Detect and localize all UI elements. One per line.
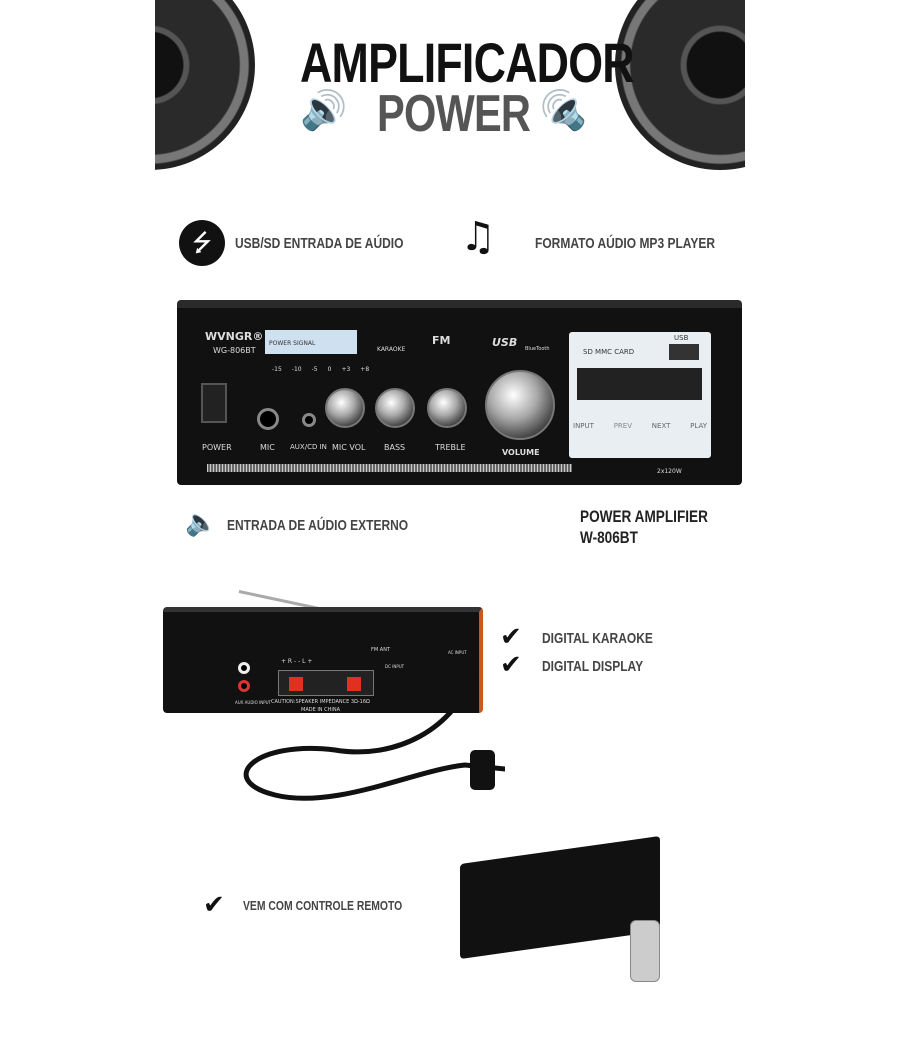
feature-external: ENTRADA DE AÚDIO EXTERNO (227, 517, 409, 534)
product-name-line2: W-806BT (580, 528, 638, 547)
usb-port (669, 344, 699, 360)
signal-meter: POWER SIGNAL (265, 330, 357, 354)
speaker-terminals (278, 670, 374, 696)
bass-label: BASS (384, 443, 406, 452)
rear-panel-image: FM ANT + R - - L + CAUTION:SPEAKER IMPED… (163, 607, 483, 713)
grille-stripe (207, 464, 572, 472)
power-switch (201, 383, 227, 423)
power-cord-image (243, 669, 505, 801)
speaker-image-right (615, 0, 745, 170)
music-note-icon: ♫ (460, 214, 496, 260)
speaker-icon-right: 🔊 (540, 88, 588, 132)
ad-canvas: AMPLIFICADOR POWER 🔊 🔊 ⭍ USB/SD ENTRADA … (155, 0, 745, 1050)
feature-mp3: FORMATO AÚDIO MP3 PLAYER (535, 235, 716, 252)
speaker-icon: 🔈 (185, 508, 218, 538)
bluetooth-logo: BlueTooth (525, 346, 550, 352)
treble-label: TREBLE (435, 443, 466, 452)
feature-display: DIGITAL DISPLAY (542, 658, 644, 675)
title-line2: POWER (377, 85, 531, 143)
fm-logo: FM (432, 334, 451, 347)
mic-vol-label: MIC VOL (332, 443, 366, 452)
usb-logo: USB (492, 336, 518, 349)
volume-knob (485, 370, 555, 440)
product-name-line1: POWER AMPLIFIER (580, 507, 708, 526)
feature-karaoke: DIGITAL KARAOKE (542, 630, 653, 647)
check-icon: ✔ (203, 890, 225, 920)
usb-icon: ⭍ (179, 220, 225, 266)
volume-label: VOLUME (502, 448, 540, 457)
mic-vol-knob (325, 388, 365, 428)
wattage-label: 2x120W (657, 468, 682, 475)
rca-jack-r (238, 680, 250, 692)
karaoke-logo: KARAOKE (377, 346, 406, 353)
check-icon: ✔ (500, 622, 522, 652)
speaker-image-left (155, 0, 255, 170)
feature-remote: VEM COM CONTROLE REMOTO (243, 898, 403, 913)
treble-knob (427, 388, 467, 428)
feature-usb: USB/SD ENTRADA DE AÚDIO (235, 235, 404, 252)
aux-jack (302, 413, 316, 427)
bass-knob (375, 388, 415, 428)
check-icon: ✔ (500, 650, 522, 680)
remote-control-image (630, 920, 660, 982)
aux-label: AUX/CD IN (290, 443, 327, 451)
model-label: WG-806BT (213, 346, 256, 355)
speaker-icon-left: 🔊 (300, 88, 348, 132)
brand-logo: WVNGR® (205, 330, 264, 343)
title-line1: AMPLIFICADOR (300, 31, 635, 94)
digital-display (577, 368, 702, 400)
mic-label: MIC (260, 443, 275, 452)
rca-jack-l (238, 662, 250, 674)
mic-jack (257, 408, 279, 430)
power-label: POWER (202, 443, 232, 452)
